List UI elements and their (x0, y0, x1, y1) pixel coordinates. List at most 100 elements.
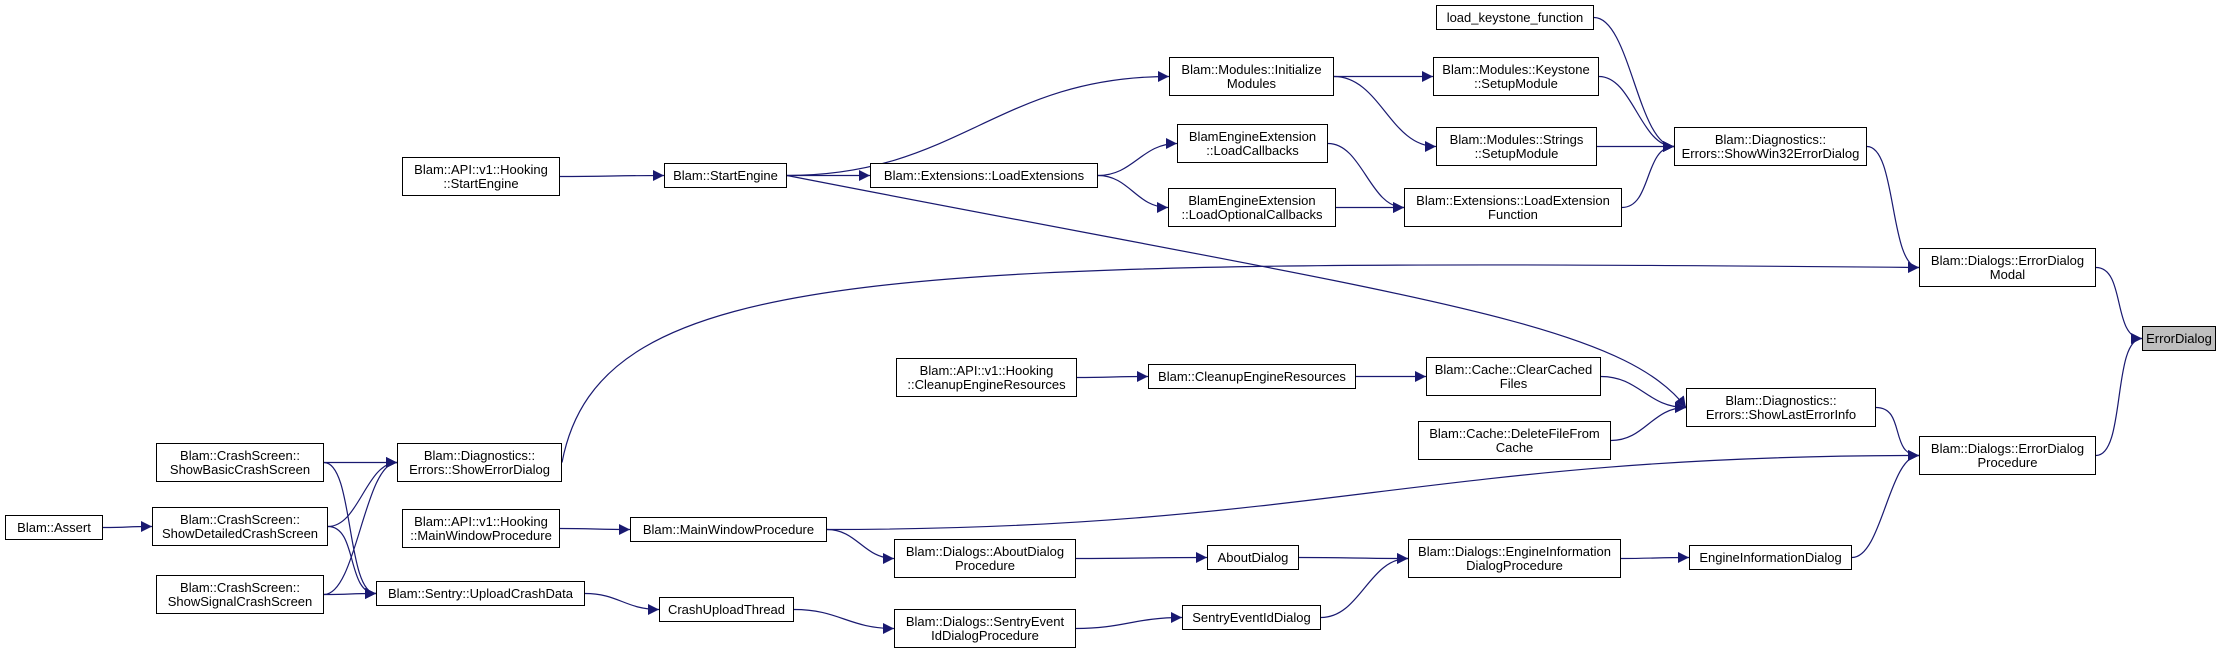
edge-sentry-dialog-to-engine-info-proc (1320, 553, 1409, 619)
graph-node-label: Blam::API::v1::Hooking::MainWindowProced… (410, 514, 552, 543)
graph-node-load-keystone[interactable]: load_keystone_function (1436, 5, 1594, 30)
graph-node-label: Blam::CleanupEngineResources (1158, 368, 1346, 384)
graph-node-label: Blam::CrashScreen::ShowSignalCrashScreen (167, 580, 313, 609)
graph-node-label: Blam::CrashScreen::ShowDetailedCrashScre… (162, 512, 318, 541)
graph-node-cleanup[interactable]: Blam::CleanupEngineResources (1148, 364, 1356, 389)
graph-node-engine-info[interactable]: EngineInformationDialog (1689, 545, 1852, 570)
graph-node-label-line: CrashUploadThread (667, 601, 786, 617)
graph-node-about-dialog[interactable]: AboutDialog (1207, 545, 1299, 570)
graph-node-error-dialog: ErrorDialog (2142, 326, 2216, 351)
graph-node-label-line: Blam::StartEngine (673, 167, 778, 183)
graph-node-show-last[interactable]: Blam::Diagnostics::Errors::ShowLastError… (1686, 388, 1876, 427)
graph-node-label-line: Blam::Extensions::LoadExtension (1416, 192, 1610, 208)
graph-node-label-line: Blam::Dialogs::SentryEvent (905, 613, 1065, 629)
graph-node-label-line: Blam::Cache::ClearCached (1434, 361, 1593, 377)
edge-start-engine-to-modules-init (786, 71, 1170, 177)
graph-node-label-line: ::MainWindowProcedure (410, 527, 552, 543)
graph-node-label-line: Blam::Dialogs::AboutDialog (905, 543, 1065, 559)
graph-node-label: Blam::Diagnostics::Errors::ShowErrorDial… (409, 448, 550, 477)
edge-main-wnd-to-about-proc (826, 528, 895, 564)
edge-dialog-modal-to-error-dialog (2095, 266, 2143, 344)
graph-node-load-extensions[interactable]: Blam::Extensions::LoadExtensions (870, 163, 1098, 188)
edge-crash-thread-to-sentry-proc (793, 608, 895, 634)
graph-node-label-line: DialogProcedure (1466, 557, 1563, 573)
edge-about-proc-to-about-dialog (1075, 552, 1208, 564)
graph-node-label: load_keystone_function (1447, 10, 1584, 25)
graph-node-basic-crash[interactable]: Blam::CrashScreen::ShowBasicCrashScreen (156, 443, 324, 482)
graph-node-label: Blam::MainWindowProcedure (642, 521, 815, 537)
edge-show-error-to-dialog-modal (561, 261, 1920, 463)
edge-basic-crash-to-upload-crash (323, 461, 377, 599)
graph-node-label-line: Blam::Dialogs::ErrorDialog (1930, 440, 2085, 456)
edge-load-extensions-to-load-callbacks (1097, 138, 1178, 177)
edge-show-last-to-dialog-proc (1875, 406, 1920, 461)
edge-load-keystone-to-show-win32 (1593, 16, 1675, 152)
edge-api-start-to-start-engine (559, 170, 665, 182)
graph-node-api-cleanup[interactable]: Blam::API::v1::Hooking::CleanupEngineRes… (896, 358, 1077, 397)
graph-node-load-optional[interactable]: BlamEngineExtension::LoadOptionalCallbac… (1168, 188, 1336, 227)
graph-node-label-line: Blam::API::v1::Hooking (919, 362, 1054, 378)
graph-node-keystone-setup[interactable]: Blam::Modules::Keystone::SetupModule (1433, 57, 1599, 96)
graph-node-api-mainwnd[interactable]: Blam::API::v1::Hooking::MainWindowProced… (402, 509, 560, 548)
graph-node-show-error[interactable]: Blam::Diagnostics::Errors::ShowErrorDial… (397, 443, 562, 482)
graph-node-label-line: Errors::ShowWin32ErrorDialog (1681, 145, 1860, 161)
graph-node-signal-crash[interactable]: Blam::CrashScreen::ShowSignalCrashScreen (156, 575, 324, 614)
edge-delete-file-to-show-last (1610, 402, 1687, 442)
graph-node-label-line: Modal (1989, 266, 2026, 282)
graph-node-crash-thread[interactable]: CrashUploadThread (659, 597, 794, 622)
graph-node-label-line: ShowBasicCrashScreen (169, 461, 311, 477)
edge-load-ext-func-to-show-win32 (1621, 141, 1675, 209)
graph-node-label-line: Blam::Modules::Initialize (1181, 61, 1322, 77)
graph-node-strings-setup[interactable]: Blam::Modules::Strings::SetupModule (1436, 127, 1597, 166)
graph-node-label-line: ShowSignalCrashScreen (167, 593, 313, 609)
graph-node-label: SentryEventIdDialog (1192, 610, 1311, 625)
graph-node-label: Blam::Diagnostics::Errors::ShowWin32Erro… (1681, 132, 1860, 161)
edge-clear-cached-to-show-last (1600, 375, 1687, 413)
graph-node-label-line: Blam::CleanupEngineResources (1158, 368, 1346, 384)
graph-node-start-engine[interactable]: Blam::StartEngine (664, 163, 787, 188)
edge-sentry-proc-to-sentry-dialog (1075, 612, 1183, 630)
graph-node-main-wnd[interactable]: Blam::MainWindowProcedure (630, 517, 827, 542)
graph-node-label-line: Blam::Assert (17, 519, 91, 535)
graph-node-label-line: Cache (1495, 439, 1534, 455)
graph-node-label-line: AboutDialog (1217, 549, 1289, 565)
graph-node-sentry-dialog[interactable]: SentryEventIdDialog (1182, 605, 1321, 630)
graph-node-label-line: Function (1488, 206, 1538, 222)
graph-node-label-line: Blam::Cache::DeleteFileFrom (1429, 425, 1600, 441)
edge-engine-info-to-dialog-proc (1851, 450, 1920, 559)
graph-node-label-line: IdDialogProcedure (931, 627, 1039, 643)
graph-node-label-line: EngineInformationDialog (1699, 549, 1842, 565)
graph-node-label-line: Files (1499, 375, 1528, 391)
edge-modules-init-to-strings-setup (1333, 75, 1437, 152)
graph-node-load-callbacks[interactable]: BlamEngineExtension::LoadCallbacks (1177, 124, 1328, 163)
graph-node-label: Blam::Diagnostics::Errors::ShowLastError… (1706, 393, 1856, 422)
graph-node-label: Blam::StartEngine (673, 167, 778, 183)
graph-node-assert[interactable]: Blam::Assert (5, 515, 103, 540)
graph-node-label: BlamEngineExtension::LoadCallbacks (1189, 129, 1316, 158)
graph-node-api-start[interactable]: Blam::API::v1::Hooking::StartEngine (402, 157, 560, 196)
graph-node-detailed-crash[interactable]: Blam::CrashScreen::ShowDetailedCrashScre… (152, 507, 328, 546)
graph-node-label-line: ::SetupModule (1474, 145, 1559, 161)
graph-node-label-line: Procedure (955, 557, 1015, 573)
graph-node-label-line: Blam::MainWindowProcedure (642, 521, 815, 537)
edge-engine-info-proc-to-engine-info (1620, 552, 1690, 564)
graph-node-label: BlamEngineExtension::LoadOptionalCallbac… (1182, 193, 1323, 222)
graph-node-label-line: Blam::API::v1::Hooking (414, 161, 548, 177)
graph-node-show-win32[interactable]: Blam::Diagnostics::Errors::ShowWin32Erro… (1674, 127, 1867, 166)
graph-node-upload-crash[interactable]: Blam::Sentry::UploadCrashData (376, 581, 585, 606)
